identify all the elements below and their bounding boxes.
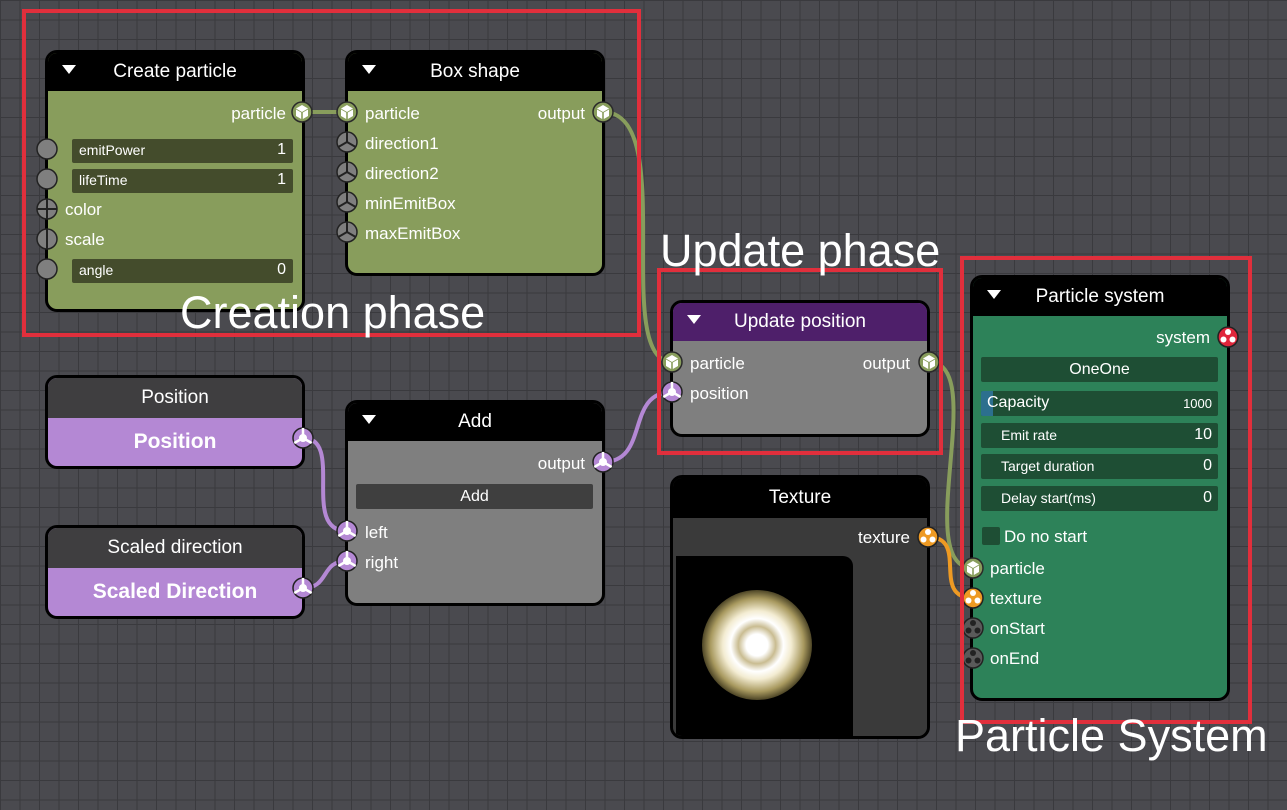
system-particle-port-icon[interactable] bbox=[962, 557, 984, 579]
particle-system-node[interactable]: Particle system system OneOne Capacity 1… bbox=[970, 275, 1230, 701]
add-output-port-icon[interactable] bbox=[592, 451, 614, 473]
create-particle-header[interactable]: Create particle bbox=[48, 53, 302, 91]
system-output-port-icon[interactable] bbox=[1217, 326, 1239, 348]
angle-field[interactable]: angle 0 bbox=[72, 259, 293, 283]
box-output-port-icon[interactable] bbox=[592, 101, 614, 123]
add-right-port-icon[interactable] bbox=[336, 550, 358, 572]
do-not-start-label: Do no start bbox=[1004, 527, 1088, 546]
texture-output-port-icon[interactable] bbox=[917, 526, 939, 548]
update-particle-label: particle bbox=[690, 354, 745, 373]
system-onend-port-icon[interactable] bbox=[962, 647, 984, 669]
update-output-port-icon[interactable] bbox=[918, 351, 940, 373]
min-emit-box-port-icon[interactable] bbox=[336, 191, 358, 213]
update-position-node[interactable]: Update position particle position output bbox=[670, 300, 930, 437]
box-particle-input-port-icon[interactable] bbox=[336, 101, 358, 123]
life-time-field[interactable]: lifeTime 1 bbox=[72, 169, 293, 193]
system-onstart-label: onStart bbox=[990, 619, 1045, 638]
color-input-label: color bbox=[65, 200, 102, 219]
delay-start-field[interactable]: Delay start(ms) 0 bbox=[981, 486, 1218, 511]
update-particle-port-icon[interactable] bbox=[661, 351, 683, 373]
update-position-label: position bbox=[690, 384, 749, 403]
wire-position-left bbox=[302, 436, 348, 533]
scaled-direction-value: Scaled Direction bbox=[92, 580, 258, 603]
particle-system-header[interactable]: Particle system bbox=[973, 278, 1227, 316]
collapse-triangle-icon[interactable] bbox=[362, 65, 376, 74]
capacity-slider[interactable]: Capacity 1000 bbox=[981, 391, 1218, 416]
glow-image bbox=[702, 590, 812, 700]
add-node[interactable]: Add output Add left right bbox=[345, 400, 605, 606]
direction1-port-icon[interactable] bbox=[336, 131, 358, 153]
scale-port-icon[interactable] bbox=[36, 228, 58, 250]
capacity-slider-fill bbox=[981, 391, 993, 416]
update-position-header[interactable]: Update position bbox=[673, 303, 927, 341]
collapse-triangle-icon[interactable] bbox=[987, 290, 1001, 299]
system-output-label: system bbox=[1156, 328, 1210, 347]
particle-system-title: Particle system bbox=[1035, 286, 1165, 307]
system-texture-label: texture bbox=[990, 589, 1042, 608]
system-onend-label: onEnd bbox=[990, 649, 1040, 668]
scale-input-label: scale bbox=[65, 230, 105, 249]
system-texture-port-icon[interactable] bbox=[962, 587, 984, 609]
texture-title: Texture bbox=[768, 487, 832, 508]
collapse-triangle-icon[interactable] bbox=[62, 65, 76, 74]
system-particle-label: particle bbox=[990, 559, 1045, 578]
box-max-emit-label: maxEmitBox bbox=[365, 224, 461, 243]
create-particle-title: Create particle bbox=[113, 61, 237, 82]
system-onstart-port-icon[interactable] bbox=[962, 617, 984, 639]
add-left-label: left bbox=[365, 523, 388, 542]
max-emit-box-port-icon[interactable] bbox=[336, 221, 358, 243]
box-min-emit-label: minEmitBox bbox=[365, 194, 456, 213]
capacity-label: Capacity bbox=[987, 394, 1050, 411]
do-not-start-checkbox[interactable] bbox=[982, 527, 1000, 545]
particle-output-port-icon[interactable] bbox=[291, 101, 313, 123]
position-node[interactable]: Position Position bbox=[45, 375, 305, 469]
emit-power-field[interactable]: emitPower 1 bbox=[72, 139, 293, 163]
update-output-label: output bbox=[862, 354, 910, 373]
life-time-port-icon[interactable] bbox=[36, 168, 58, 190]
box-shape-header[interactable]: Box shape bbox=[348, 53, 602, 91]
box-output-label: output bbox=[537, 104, 585, 123]
add-left-port-icon[interactable] bbox=[336, 520, 358, 542]
box-shape-node[interactable]: Box shape particle direction1 direction2… bbox=[345, 50, 605, 276]
emit-power-port-icon[interactable] bbox=[36, 138, 58, 160]
update-position-title: Update position bbox=[733, 311, 867, 332]
scaled-direction-title: Scaled direction bbox=[107, 537, 243, 558]
create-particle-node[interactable]: Create particle particle emitPower 1 lif… bbox=[45, 50, 305, 312]
add-header[interactable]: Add bbox=[348, 403, 602, 441]
angle-port-icon[interactable] bbox=[36, 258, 58, 280]
add-operation-select[interactable]: Add bbox=[356, 484, 593, 509]
position-title: Position bbox=[141, 387, 209, 408]
collapse-triangle-icon[interactable] bbox=[362, 415, 376, 424]
add-title: Add bbox=[458, 411, 492, 432]
position-header[interactable]: Position bbox=[48, 378, 302, 418]
texture-header[interactable]: Texture bbox=[673, 478, 927, 518]
scaled-direction-node[interactable]: Scaled direction Scaled Direction bbox=[45, 525, 305, 619]
blend-mode-select[interactable]: OneOne bbox=[981, 357, 1218, 382]
create-particle-output-label: particle bbox=[231, 104, 286, 123]
emit-rate-field[interactable]: Emit rate 10 bbox=[981, 423, 1218, 448]
position-output-port-icon[interactable] bbox=[292, 427, 314, 449]
box-shape-title: Box shape bbox=[430, 61, 520, 82]
texture-preview bbox=[676, 556, 853, 736]
collapse-triangle-icon[interactable] bbox=[687, 315, 701, 324]
particle-system-label: Particle System bbox=[955, 710, 1268, 761]
texture-node[interactable]: Texture texture bbox=[670, 475, 930, 739]
scaled-direction-output-port-icon[interactable] bbox=[292, 577, 314, 599]
target-duration-field[interactable]: Target duration 0 bbox=[981, 454, 1218, 479]
scaled-direction-header[interactable]: Scaled direction bbox=[48, 528, 302, 568]
update-phase-label: Update phase bbox=[660, 225, 941, 276]
update-position-port-icon[interactable] bbox=[661, 381, 683, 403]
texture-output-label: texture bbox=[858, 528, 910, 547]
box-particle-input-label: particle bbox=[365, 104, 420, 123]
add-right-label: right bbox=[365, 553, 399, 572]
position-value: Position bbox=[133, 430, 217, 453]
add-output-label: output bbox=[537, 454, 585, 473]
box-direction2-label: direction2 bbox=[365, 164, 439, 183]
capacity-value: 1000 bbox=[1183, 396, 1212, 411]
box-direction1-label: direction1 bbox=[365, 134, 439, 153]
direction2-port-icon[interactable] bbox=[336, 161, 358, 183]
creation-phase-label: Creation phase bbox=[180, 287, 486, 338]
color-port-icon[interactable] bbox=[36, 198, 58, 220]
